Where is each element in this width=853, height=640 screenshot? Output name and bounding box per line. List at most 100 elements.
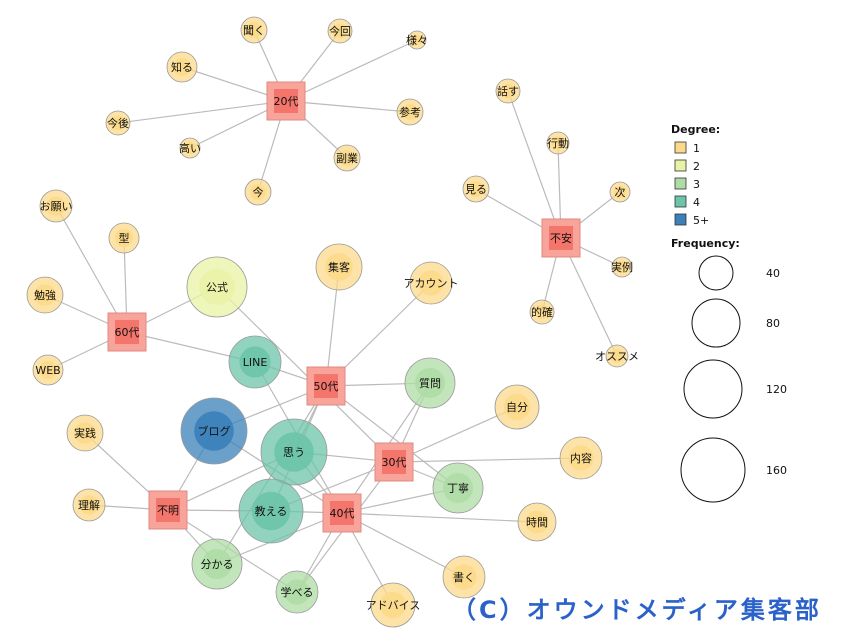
word-node[interactable]: 行動 xyxy=(546,131,570,155)
word-node-label: 学べる xyxy=(281,585,314,599)
group-node[interactable]: 50代 xyxy=(306,366,346,406)
word-node-label: 自分 xyxy=(506,401,528,414)
word-node-label: 副業 xyxy=(336,152,358,165)
word-node[interactable]: アカウント xyxy=(404,261,459,305)
word-node-core xyxy=(46,196,66,216)
word-node-core xyxy=(525,510,549,534)
frequency-legend-label: 80 xyxy=(766,317,780,330)
word-node-core xyxy=(79,495,99,515)
degree-legend-item: 4 xyxy=(674,195,700,209)
word-node-core xyxy=(468,181,484,197)
word-node[interactable]: 型 xyxy=(108,222,140,254)
word-node[interactable]: 今回 xyxy=(327,18,353,44)
word-node[interactable]: 参考 xyxy=(396,98,424,126)
group-node-label: 不明 xyxy=(157,504,179,517)
word-node-label: 質問 xyxy=(419,376,441,390)
word-node[interactable]: 理解 xyxy=(72,488,106,522)
degree-legend-item: 5+ xyxy=(674,213,709,227)
word-node-core xyxy=(411,34,423,46)
word-node[interactable]: ブログ xyxy=(180,397,248,465)
word-node-label: 型 xyxy=(119,231,130,245)
group-node-core xyxy=(382,450,406,474)
group-node-core xyxy=(549,226,573,250)
word-node-label: WEB xyxy=(35,364,60,377)
group-node[interactable]: 60代 xyxy=(107,312,147,352)
degree-swatch xyxy=(674,159,687,172)
word-node-core xyxy=(551,136,565,150)
word-node-core xyxy=(115,229,133,247)
group-node-label: 50代 xyxy=(314,380,339,393)
word-node-label: 勉強 xyxy=(34,288,56,302)
word-node-label: 次 xyxy=(615,185,626,199)
edge xyxy=(285,39,418,102)
word-node[interactable]: 高い xyxy=(179,137,201,159)
word-node[interactable]: 勉強 xyxy=(26,276,64,314)
word-node[interactable]: 実践 xyxy=(66,414,104,452)
word-node[interactable]: 聞く xyxy=(240,16,268,44)
word-node-core xyxy=(332,23,348,39)
word-node-label: 今 xyxy=(253,185,264,199)
word-node-core xyxy=(500,83,516,99)
word-node-label: LINE xyxy=(243,356,268,369)
word-node-label: 聞く xyxy=(243,24,265,37)
word-node[interactable]: 見る xyxy=(462,175,490,203)
degree-swatch xyxy=(674,141,687,154)
word-node-core xyxy=(534,304,550,320)
word-node[interactable]: 質問 xyxy=(404,357,456,409)
word-node[interactable]: 内容 xyxy=(559,436,603,480)
edge xyxy=(341,512,465,578)
word-node[interactable]: 今後 xyxy=(105,110,131,136)
word-node[interactable]: 話す xyxy=(495,78,521,104)
group-node-core xyxy=(274,89,298,113)
word-node[interactable]: 思う xyxy=(260,418,328,486)
word-node[interactable]: LINE xyxy=(228,335,282,389)
group-node[interactable]: 20代 xyxy=(266,81,306,121)
word-node[interactable]: 知る xyxy=(166,51,198,83)
word-node[interactable]: WEB xyxy=(32,354,64,386)
word-node[interactable]: お願い xyxy=(40,189,73,223)
word-node[interactable]: 丁寧 xyxy=(432,462,484,514)
edge xyxy=(117,100,287,124)
word-node[interactable]: 次 xyxy=(609,181,631,203)
word-node[interactable]: オススメ xyxy=(595,344,639,368)
group-node[interactable]: 不明 xyxy=(148,490,188,530)
word-node-label: 公式 xyxy=(206,281,228,294)
frequency-legend-item: 160 xyxy=(680,437,787,503)
word-node[interactable]: 実例 xyxy=(611,256,633,278)
word-node[interactable]: 副業 xyxy=(333,144,361,172)
word-node-label: 内容 xyxy=(570,451,592,465)
word-node[interactable]: アドバイス xyxy=(366,582,421,628)
word-node-label: 様々 xyxy=(406,33,428,47)
frequency-legend-label: 160 xyxy=(766,464,787,477)
group-node-label: 不安 xyxy=(550,231,572,245)
word-node[interactable]: 様々 xyxy=(406,30,428,50)
word-node[interactable]: 公式 xyxy=(186,256,248,318)
group-node[interactable]: 不安 xyxy=(541,218,581,258)
word-node-core xyxy=(194,411,234,451)
group-node[interactable]: 40代 xyxy=(322,493,362,533)
frequency-circle xyxy=(691,298,741,348)
word-node[interactable]: 書く xyxy=(442,555,486,599)
word-node[interactable]: 集客 xyxy=(315,243,363,291)
word-node[interactable]: 時間 xyxy=(517,502,557,542)
degree-legend-item: 3 xyxy=(674,177,700,191)
word-node[interactable]: 自分 xyxy=(494,384,540,430)
word-node[interactable]: 分かる xyxy=(191,538,243,590)
edge xyxy=(55,205,128,333)
word-node[interactable]: 学べる xyxy=(275,570,319,614)
word-node-core xyxy=(418,270,444,296)
word-node-label: 時間 xyxy=(526,516,548,529)
word-node-core xyxy=(614,186,626,198)
degree-swatch xyxy=(674,195,687,208)
word-node[interactable]: 今 xyxy=(244,178,272,206)
word-node[interactable]: 教える xyxy=(238,478,304,544)
edge xyxy=(507,90,562,239)
word-node-core xyxy=(503,393,531,421)
group-node[interactable]: 30代 xyxy=(374,442,414,482)
word-node[interactable]: 的確 xyxy=(529,299,555,325)
